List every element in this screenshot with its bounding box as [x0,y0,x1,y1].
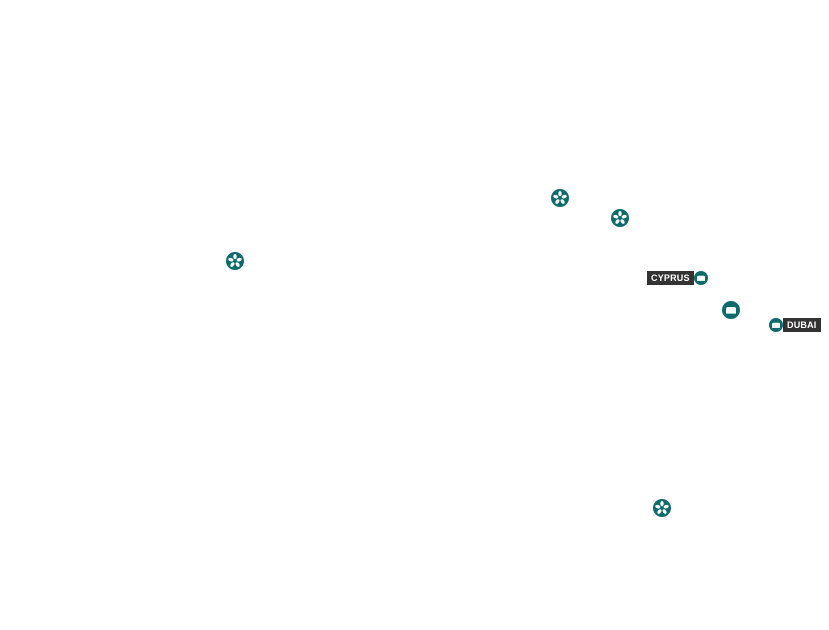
vehicle-icon [722,301,740,319]
map-marker-4[interactable] [722,301,740,319]
location-label-text: DUBAI [783,318,821,332]
location-label-dubai[interactable]: DUBAI [769,318,821,332]
map-marker-1[interactable] [551,189,569,207]
map-marker-3[interactable] [226,252,244,270]
flower-icon [611,209,629,227]
map-marker-5[interactable] [653,499,671,517]
flower-icon [551,189,569,207]
vehicle-icon [769,318,783,332]
map-marker-2[interactable] [611,209,629,227]
vehicle-icon [693,271,708,285]
location-label-text: CYPRUS [647,271,694,285]
location-label-cyprus[interactable]: CYPRUS [647,271,708,285]
flower-icon [653,499,671,517]
flower-icon [226,252,244,270]
